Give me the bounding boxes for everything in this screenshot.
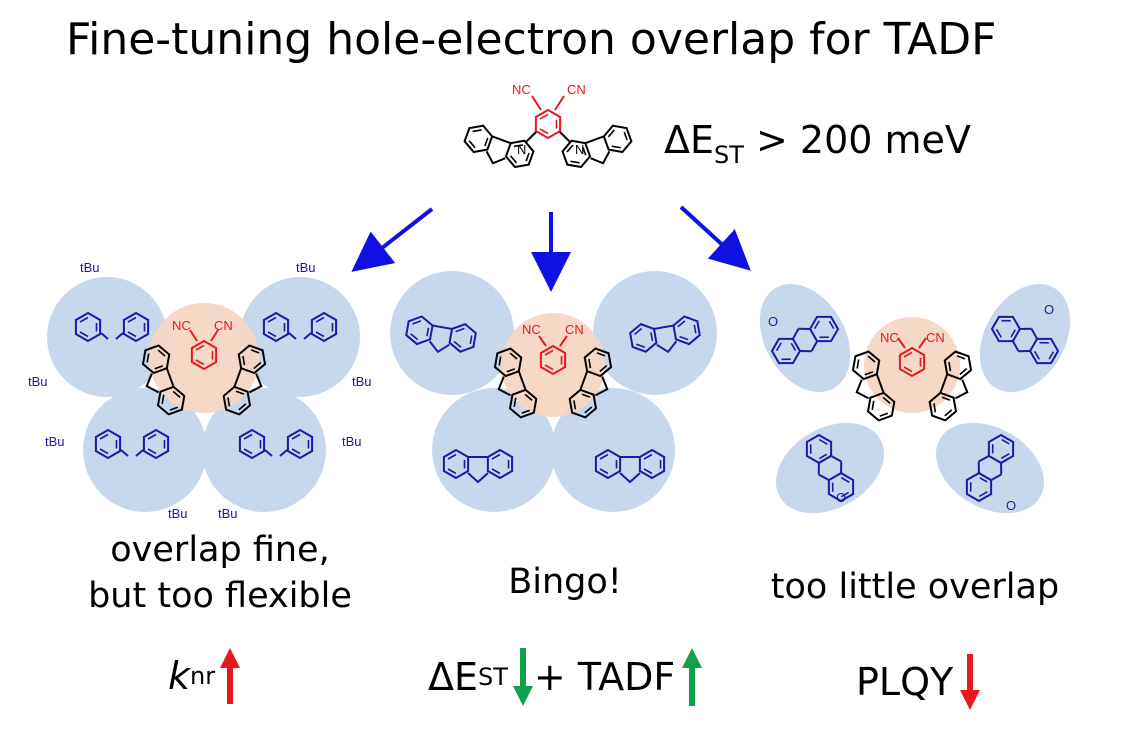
left-tbu-1: tBu — [80, 260, 100, 275]
arrow-left — [351, 207, 434, 272]
left-caption-line1: overlap fine, — [110, 530, 330, 570]
left-effect-k: k — [168, 654, 191, 698]
right-o-1: O — [768, 314, 778, 329]
down-arrow-icon — [960, 654, 981, 710]
middle-effect-sub: ST — [478, 663, 508, 691]
arrow-right — [679, 205, 751, 271]
right-cn-label: CN — [926, 330, 945, 345]
delta-value: > 200 meV — [743, 118, 971, 162]
left-caption-line2: but too flexible — [88, 575, 352, 616]
left-tbu-5: tBu — [45, 434, 65, 449]
left-cn-label: CN — [214, 318, 233, 333]
parent-cn-label: CN — [567, 82, 586, 97]
left-caption: overlap fine, but too flexible — [50, 528, 390, 619]
left-tbu-4: tBu — [352, 374, 372, 389]
parent-delta-est: ΔEST > 200 meV — [664, 118, 971, 169]
middle-molecule: NC CN — [390, 271, 717, 512]
right-o-4: O — [1006, 498, 1016, 513]
middle-effect-text: + TADF — [533, 655, 676, 699]
right-caption: too little overlap — [770, 567, 1060, 607]
down-arrow-icon — [512, 648, 533, 706]
left-tbu-7: tBu — [168, 506, 188, 521]
middle-effect-delta: ΔE — [428, 655, 479, 699]
parent-n-left: N — [517, 142, 526, 157]
parent-n-right: N — [575, 142, 584, 157]
right-effect-text: PLQY — [856, 660, 954, 704]
middle-caption: Bingo! — [508, 562, 622, 602]
right-o-2: O — [1044, 302, 1054, 317]
left-effect-sub: nr — [190, 662, 216, 690]
up-arrow-icon — [220, 648, 241, 704]
middle-nc-label: NC — [522, 322, 541, 337]
left-nc-label: NC — [172, 318, 191, 333]
right-o-3: O — [836, 490, 846, 505]
right-effect: PLQY — [856, 652, 981, 712]
right-molecule: NC CN O O O O — [759, 283, 1071, 514]
left-tbu-6: tBu — [342, 434, 362, 449]
left-tbu-8: tBu — [218, 506, 238, 521]
left-tbu-3: tBu — [28, 374, 48, 389]
left-tbu-2: tBu — [296, 260, 316, 275]
right-nc-label: NC — [880, 330, 899, 345]
page-title: Fine-tuning hole-electron overlap for TA… — [66, 14, 997, 65]
delta-sub: ST — [714, 141, 744, 169]
parent-molecule: NC CN N N — [461, 82, 635, 175]
middle-cn-label: CN — [565, 322, 584, 337]
up-arrow-icon — [682, 648, 703, 706]
left-molecule: NC CN tBu tBu tBu tBu tBu tBu tBu tBu — [28, 260, 372, 521]
delta-symbol: ΔE — [664, 118, 715, 162]
parent-nc-label: NC — [512, 82, 531, 97]
